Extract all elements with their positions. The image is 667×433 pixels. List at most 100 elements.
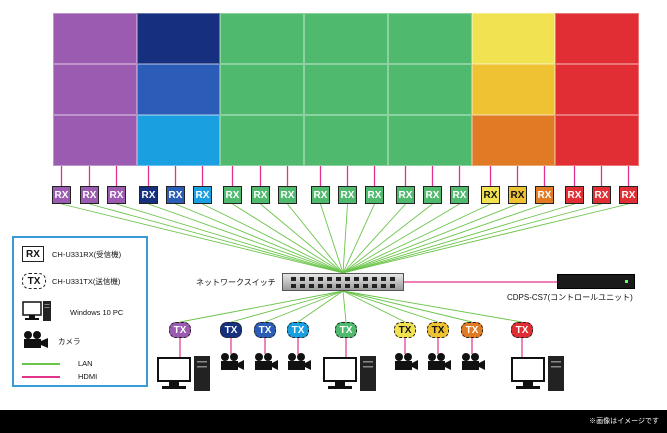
control-unit-led xyxy=(625,280,628,283)
switch-port xyxy=(300,284,305,288)
pc-icon xyxy=(322,355,380,398)
wall-tile xyxy=(304,13,388,64)
legend-pc-icon xyxy=(22,300,52,327)
receiver: RX xyxy=(193,186,212,204)
switch-port xyxy=(354,277,359,281)
switch-port xyxy=(372,284,377,288)
receiver: RX xyxy=(565,186,584,204)
lan-link xyxy=(287,203,344,274)
switch-port xyxy=(300,277,305,281)
wall-tile xyxy=(304,64,388,115)
receiver: RX xyxy=(311,186,330,204)
wall-tile xyxy=(387,13,472,64)
transmitter: TX xyxy=(254,322,276,338)
lan-link xyxy=(116,203,344,274)
lan-link xyxy=(342,203,491,274)
receiver: RX xyxy=(481,186,500,204)
wall-tile xyxy=(53,13,137,64)
wall-tile xyxy=(304,115,388,166)
switch-port xyxy=(381,277,386,281)
lan-link xyxy=(148,203,344,274)
switch-port xyxy=(390,284,395,288)
legend-hdmi-text: HDMI xyxy=(78,372,98,381)
receiver: RX xyxy=(619,186,638,204)
receiver: RX xyxy=(508,186,527,204)
switch-port xyxy=(309,284,314,288)
switch-port xyxy=(372,277,377,281)
lan-link xyxy=(342,203,545,274)
switch-port xyxy=(354,284,359,288)
wall-tile xyxy=(471,13,556,64)
transmitter: TX xyxy=(461,322,483,338)
switch-port xyxy=(318,277,323,281)
wall-tile xyxy=(471,64,556,115)
transmitter: TX xyxy=(220,322,242,338)
lan-link xyxy=(342,203,433,274)
pc-icon xyxy=(510,355,568,398)
receiver: RX xyxy=(423,186,442,204)
wall-tile xyxy=(136,64,221,115)
pc-icon xyxy=(156,355,214,398)
legend-hdmi-line xyxy=(22,376,60,378)
receiver: RX xyxy=(251,186,270,204)
video-wall xyxy=(53,13,639,166)
control-unit xyxy=(557,274,635,289)
camera-icon xyxy=(460,352,486,377)
wall-tile xyxy=(387,64,472,115)
legend-lan-text: LAN xyxy=(78,359,93,368)
transmitter: TX xyxy=(511,322,533,338)
wall-tile xyxy=(220,13,305,64)
lan-link xyxy=(342,203,375,274)
receiver: RX xyxy=(139,186,158,204)
receiver: RX xyxy=(396,186,415,204)
camera-icon xyxy=(393,352,419,377)
lan-link xyxy=(342,203,518,274)
camera-icon xyxy=(286,352,312,377)
legend-camera-icon xyxy=(22,330,50,355)
transmitter: TX xyxy=(394,322,416,338)
lan-link xyxy=(342,203,629,274)
network-switch xyxy=(282,273,404,291)
wall-tile xyxy=(555,13,639,64)
receiver: RX xyxy=(223,186,242,204)
receiver: RX xyxy=(166,186,185,204)
legend-rx-swatch: RX xyxy=(22,246,44,262)
switch-port xyxy=(291,284,296,288)
lan-link xyxy=(264,290,344,323)
legend-tx-text: CH-U331TX(送信機) xyxy=(52,277,121,286)
wall-tile xyxy=(220,115,305,166)
lan-link xyxy=(342,203,460,274)
lan-link xyxy=(342,203,406,274)
wall-tile xyxy=(555,64,639,115)
lan-link xyxy=(342,290,439,323)
lan-link xyxy=(342,290,406,323)
switch-port xyxy=(336,277,341,281)
wall-tile xyxy=(53,64,137,115)
wall-tile xyxy=(136,13,221,64)
lan-link xyxy=(342,290,523,323)
switch-port xyxy=(327,277,332,281)
legend: RX CH-U331RX(受信機) TX CH-U331TX(送信機) Wind… xyxy=(12,236,148,387)
receiver: RX xyxy=(535,186,554,204)
legend-rx-text: CH-U331RX(受信機) xyxy=(52,250,122,259)
switch-port xyxy=(327,284,332,288)
legend-camera-text: カメラ xyxy=(58,337,81,346)
camera-icon xyxy=(219,352,245,377)
lan-link xyxy=(342,290,347,323)
legend-lan-line xyxy=(22,363,60,365)
transmitter: TX xyxy=(287,322,309,338)
transmitter: TX xyxy=(169,322,191,338)
legend-pc-text: Windows 10 PC xyxy=(70,308,124,317)
switch-port xyxy=(345,284,350,288)
lan-link xyxy=(342,203,348,274)
wall-tile xyxy=(387,115,472,166)
lan-link xyxy=(342,203,602,274)
lan-link xyxy=(320,203,344,274)
lan-link xyxy=(179,290,344,323)
wall-tile xyxy=(220,64,305,115)
camera-icon xyxy=(253,352,279,377)
switch-port xyxy=(363,284,368,288)
image-note: ※画像はイメージです xyxy=(589,418,659,425)
